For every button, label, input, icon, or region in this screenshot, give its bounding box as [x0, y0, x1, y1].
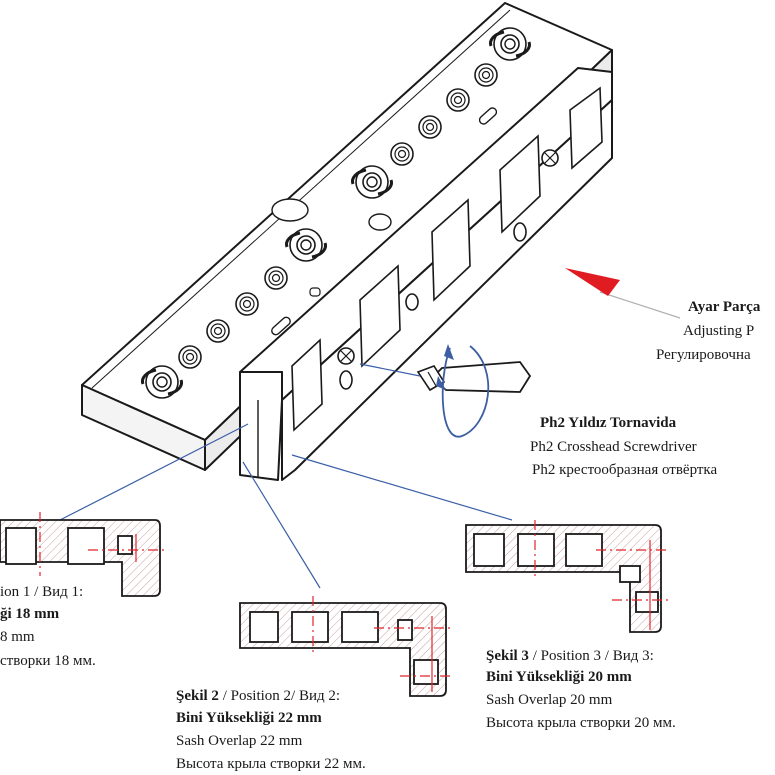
section-position-3 — [465, 520, 668, 633]
rotation-arrow-icon — [436, 344, 490, 438]
screwdriver-tr: Ph2 Yıldız Tornavida — [540, 415, 677, 431]
screwdriver-ru: Ph2 крестообразная отвёртка — [532, 462, 718, 478]
position2-overlap-en: Sash Overlap 22 mm — [176, 733, 303, 749]
position3-overlap-ru: Высота крыла створки 20 мм. — [486, 715, 676, 731]
leader-lines — [59, 423, 513, 589]
section-position-1 — [0, 512, 164, 597]
adjusting-part-pockets — [291, 86, 603, 432]
plate-holes — [141, 26, 531, 400]
adjusting-part-en: Adjusting P — [683, 323, 755, 339]
section-position-2 — [239, 596, 452, 697]
position3-caption-rest: / Position 3 / Вид 3: — [528, 648, 654, 664]
position3-caption: Şekil 3 / Position 3 / Вид 3: — [486, 647, 654, 665]
adjusting-part-tr: Ayar Parça — [688, 299, 761, 315]
position2-caption-bold: Şekil 2 — [176, 688, 219, 704]
position3-overlap-en: Sash Overlap 20 mm — [486, 692, 613, 708]
position2-caption-rest: / Position 2/ Вид 2: — [218, 688, 341, 704]
position1-overlap-tr: ği 18 mm — [0, 606, 60, 622]
position3-caption-bold: Şekil 3 — [486, 648, 529, 664]
position2-overlap-ru: Высота крыла створки 22 мм. — [176, 756, 366, 772]
position2-caption: Şekil 2 / Position 2/ Вид 2: — [176, 687, 340, 705]
position1-overlap-ru: створки 18 мм. — [0, 653, 96, 669]
adjusting-part-ru: Регулировочна — [656, 347, 751, 363]
screwdriver-en: Ph2 Crosshead Screwdriver — [530, 439, 697, 455]
position1-caption: ion 1 / Вид 1: — [0, 584, 84, 600]
position3-overlap-tr: Bini Yüksekliği 20 mm — [486, 669, 632, 685]
adjusting-arrow-icon — [565, 268, 681, 319]
position1-overlap-en: 8 mm — [0, 629, 35, 645]
position2-overlap-tr: Bini Yüksekliği 22 mm — [176, 710, 322, 726]
